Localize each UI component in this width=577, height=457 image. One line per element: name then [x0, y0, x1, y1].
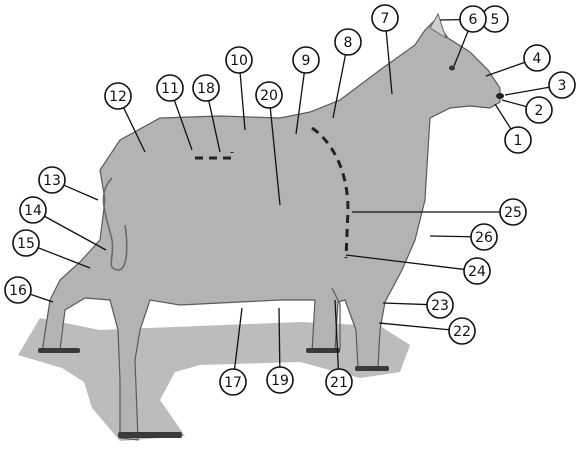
callout-26: 26: [471, 224, 497, 250]
callout-number-11: 11: [161, 81, 179, 97]
callout-22: 22: [449, 318, 475, 344]
leader-line-4: [486, 62, 525, 76]
callout-number-12: 12: [109, 89, 127, 105]
callout-15: 15: [13, 230, 39, 256]
callout-19: 19: [267, 367, 293, 393]
callout-number-10: 10: [230, 53, 248, 69]
callout-23: 23: [427, 292, 453, 318]
callout-number-5: 5: [491, 12, 500, 28]
callout-13: 13: [39, 167, 65, 193]
leader-line-19: [279, 308, 280, 367]
callout-number-24: 24: [468, 264, 486, 280]
eye-mark: [449, 66, 455, 71]
callout-4: 4: [524, 45, 550, 71]
callout-number-16: 16: [9, 283, 27, 299]
leader-line-3: [505, 87, 549, 95]
leader-line-1: [495, 104, 511, 129]
callout-number-19: 19: [271, 373, 289, 389]
callout-12: 12: [105, 83, 131, 109]
callout-3: 3: [549, 72, 575, 98]
leader-line-2: [502, 100, 526, 107]
callout-17: 17: [220, 369, 246, 395]
callout-18: 18: [193, 75, 219, 101]
callout-number-7: 7: [381, 11, 390, 27]
leader-line-14: [44, 216, 106, 250]
callout-21: 21: [326, 369, 352, 395]
callout-16: 16: [5, 277, 31, 303]
callout-14: 14: [20, 197, 46, 223]
callout-10: 10: [226, 47, 252, 73]
leader-line-16: [30, 294, 53, 302]
callout-25: 25: [500, 199, 526, 225]
callout-number-20: 20: [260, 88, 278, 104]
callout-number-1: 1: [514, 133, 523, 149]
callout-number-25: 25: [504, 205, 522, 221]
leader-line-15: [38, 248, 90, 268]
callout-number-8: 8: [344, 35, 353, 51]
leader-line-13: [64, 185, 98, 200]
leader-line-22: [379, 323, 449, 330]
hoof-hind-far: [118, 432, 182, 438]
callout-number-4: 4: [533, 51, 542, 67]
callout-2: 2: [526, 97, 552, 123]
callout-number-14: 14: [24, 203, 42, 219]
callout-number-22: 22: [453, 324, 471, 340]
callout-number-15: 15: [17, 236, 35, 252]
hoof-front-far: [306, 348, 340, 353]
callout-24: 24: [464, 258, 490, 284]
callout-1: 1: [505, 127, 531, 153]
callout-11: 11: [157, 75, 183, 101]
callout-number-18: 18: [197, 81, 215, 97]
nose-mark: [496, 93, 504, 99]
hoof-hind-near: [38, 348, 80, 353]
callout-number-17: 17: [224, 375, 242, 391]
callout-number-21: 21: [330, 375, 348, 391]
hoof-front-near: [355, 366, 389, 371]
callout-number-26: 26: [475, 230, 493, 246]
callout-number-6: 6: [469, 12, 478, 28]
callout-number-2: 2: [535, 103, 544, 119]
callout-number-9: 9: [302, 53, 311, 69]
leader-line-26: [430, 236, 471, 237]
callout-8: 8: [335, 29, 361, 55]
callout-number-13: 13: [43, 173, 61, 189]
callout-7: 7: [372, 5, 398, 31]
callout-number-23: 23: [431, 298, 449, 314]
leader-line-23: [383, 303, 427, 305]
callout-number-3: 3: [558, 78, 567, 94]
callout-9: 9: [293, 47, 319, 73]
callout-20: 20: [256, 82, 282, 108]
callout-6: 6: [460, 6, 486, 32]
